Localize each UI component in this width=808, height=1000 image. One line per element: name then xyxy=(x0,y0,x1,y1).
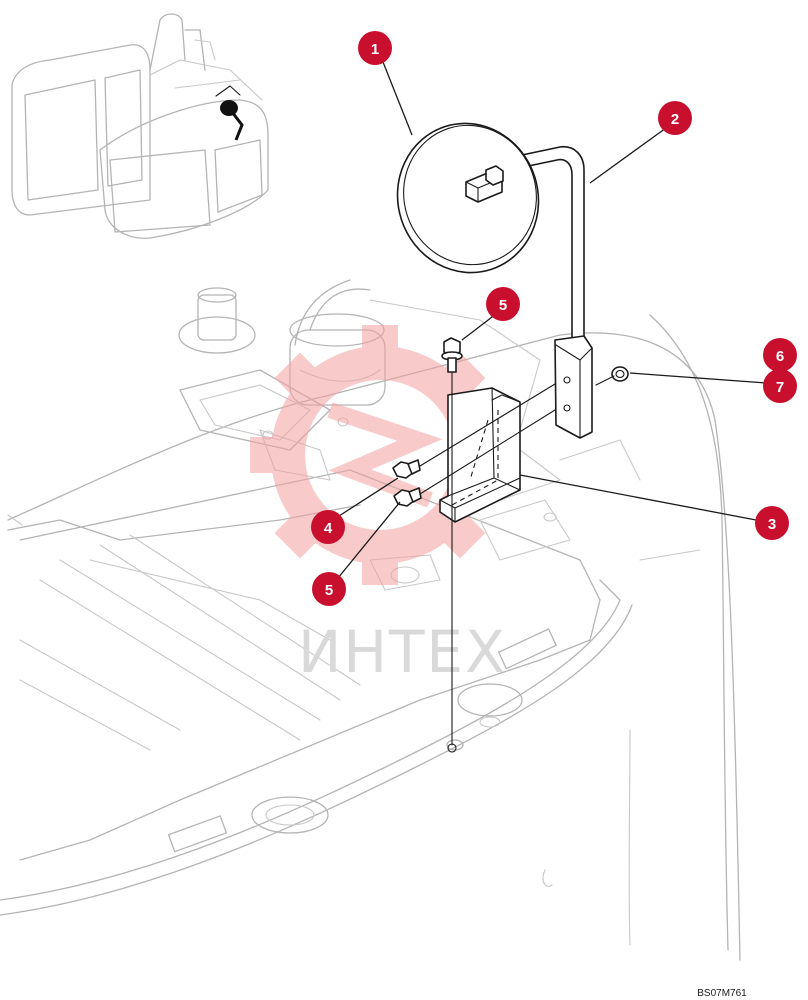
assembly-lines xyxy=(419,371,615,753)
callout-5-bottom: 5 xyxy=(312,572,346,606)
washer-nut xyxy=(611,366,629,382)
drawing-code: BS07M761 xyxy=(697,988,747,999)
svg-text:5: 5 xyxy=(499,297,507,314)
leader-lines xyxy=(337,61,767,579)
svg-text:5: 5 xyxy=(325,582,333,599)
callout-3: 3 xyxy=(755,506,789,540)
svg-text:3: 3 xyxy=(768,516,776,533)
svg-text:1: 1 xyxy=(371,41,379,58)
callout-1: 1 xyxy=(358,31,392,65)
svg-text:7: 7 xyxy=(776,379,784,396)
callout-7: 7 xyxy=(763,369,797,403)
bolt-upper xyxy=(392,459,421,479)
svg-text:2: 2 xyxy=(671,111,679,128)
mirror xyxy=(396,122,540,274)
callout-6: 6 xyxy=(763,338,797,372)
bolt-vertical xyxy=(441,337,463,373)
machine-background xyxy=(0,279,741,961)
machine-overview-thumbnail xyxy=(11,13,269,239)
callout-2: 2 xyxy=(658,101,692,135)
callout-5-top: 5 xyxy=(486,287,520,321)
svg-text:6: 6 xyxy=(776,348,784,365)
svg-text:4: 4 xyxy=(324,520,333,537)
callout-4: 4 xyxy=(311,510,345,544)
watermark-text: ИНТЕХ xyxy=(298,618,507,686)
bracket xyxy=(439,387,521,523)
